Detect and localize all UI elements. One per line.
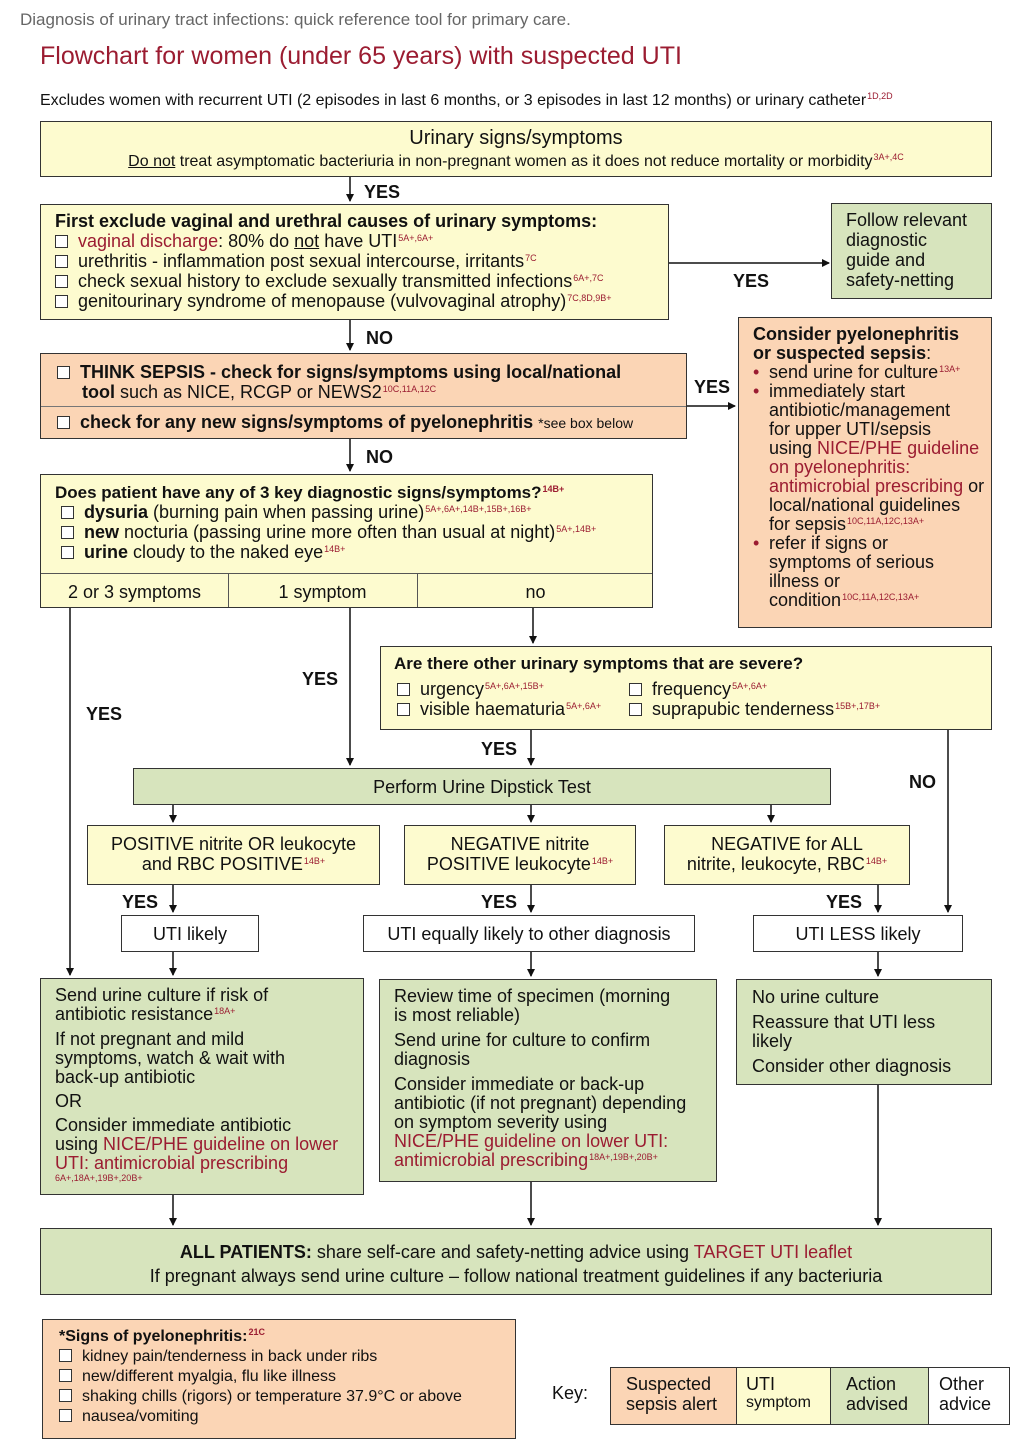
yes-label-2-3-symptoms: YES [86,704,123,724]
option-1-symptom: 1 symptom [278,582,367,602]
checkbox[interactable] [55,255,68,268]
yes-label-follow: YES [733,271,770,291]
nice-guideline-link[interactable]: NICE/PHE guideline [817,438,980,458]
uti-likely-box: UTI likely [121,915,259,952]
target-uti-leaflet-link[interactable]: TARGET UTI leaflet [693,1242,853,1262]
yes-label-1-symptom: YES [302,669,339,689]
exclude-item-discharge: vaginal discharge: 80% do not have UTI5A… [55,231,668,251]
pyelonephritis-sepsis-box: Consider pyelonephritis or suspected sep… [738,317,992,628]
checkbox[interactable] [59,1349,72,1362]
yes-label-sepsis: YES [694,377,731,397]
no-label-1: NO [366,328,393,348]
checkbox[interactable] [61,526,74,539]
checkbox[interactable] [55,295,68,308]
pyelonephritis-signs-box: *Signs of pyelonephritis:21C kidney pain… [42,1319,516,1439]
exclude-item-sexual-history: check sexual history to exclude sexually… [55,271,668,291]
yes-label-severe: YES [481,739,518,759]
checkbox[interactable] [59,1369,72,1382]
checkbox[interactable] [59,1409,72,1422]
urinary-signs-title: Urinary signs/symptoms [409,127,623,149]
document-title: Diagnosis of urinary tract infections: q… [20,10,571,29]
option-no: no [525,582,546,602]
dipstick-test-box: Perform Urine Dipstick Test [133,768,831,805]
severe-symptoms-box: Are there other urinary symptoms that ar… [380,646,992,730]
all-patients-box: ALL PATIENTS: share self-care and safety… [40,1228,992,1295]
checkbox[interactable] [61,546,74,559]
checkbox[interactable] [59,1389,72,1402]
excludes-note: Excludes women with recurrent UTI (2 epi… [40,91,893,110]
key-diagnostic-box: Does patient have any of 3 key diagnosti… [40,474,653,608]
urinary-signs-box: Urinary signs/symptoms Do not treat asym… [40,121,992,177]
checkbox[interactable] [397,683,410,696]
yes-label-r3: YES [826,892,863,912]
nice-lower-uti-link[interactable]: NICE/PHE guideline on lower [103,1134,339,1154]
no-label-severe: NO [909,772,936,792]
checkbox[interactable] [629,703,642,716]
action-less-likely-box: No urine culture Reassure that UTI less … [736,979,992,1085]
checkbox[interactable] [61,506,74,519]
yes-label-r1: YES [122,892,159,912]
option-2-or-3: 2 or 3 symptoms [67,582,202,602]
think-sepsis-box: THINK SEPSIS - check for signs/symptoms … [40,353,687,439]
checkbox[interactable] [57,366,70,379]
checkbox[interactable] [629,683,642,696]
key-label: Key: [552,1383,589,1403]
exclude-item-menopause: genitourinary syndrome of menopause (vul… [55,291,668,311]
action-uti-likely-box: Send urine culture if risk of antibiotic… [40,978,364,1195]
checkbox[interactable] [57,416,70,429]
uti-less-likely-box: UTI LESS likely [753,915,963,952]
checkbox[interactable] [55,235,68,248]
action-equally-likely-box: Review time of specimen (morning is most… [379,979,717,1182]
exclude-causes-box: First exclude vaginal and urethral cause… [40,204,669,320]
checkbox[interactable] [55,275,68,288]
page-title: Flowchart for women (under 65 years) wit… [40,42,682,70]
nice-lower-uti-link-2[interactable]: NICE/PHE guideline on lower UTI: [394,1131,669,1151]
no-label-2: NO [366,447,393,467]
exclude-title: First exclude vaginal and urethral cause… [55,211,598,231]
uti-equally-likely-box: UTI equally likely to other diagnosis [363,915,695,952]
checkbox[interactable] [397,703,410,716]
yes-label-r2: YES [481,892,518,912]
yes-label-1: YES [364,182,401,202]
exclude-item-urethritis: urethritis - inflammation post sexual in… [55,251,668,271]
